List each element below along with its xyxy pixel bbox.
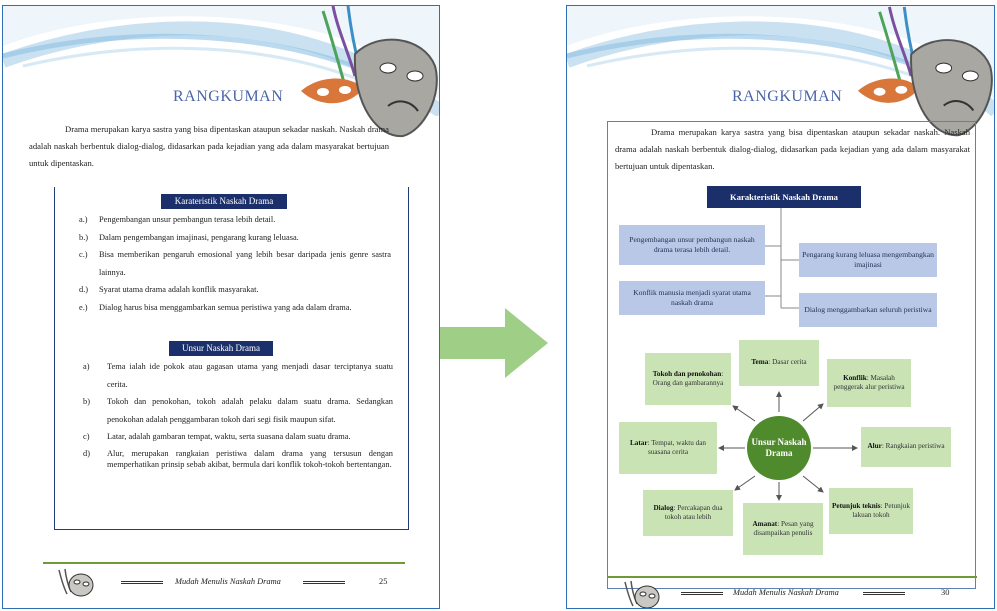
section-header-unsur: Unsur Naskah Drama: [169, 341, 273, 356]
unsur-term: Amanat: [752, 519, 778, 528]
unsur-term: Konflik: [843, 373, 867, 382]
footer-divider: [43, 562, 405, 564]
list-text: Dialog harus bisa menggambarkan semua pe…: [99, 302, 352, 312]
footer-ornament: [681, 592, 723, 595]
list-marker: b): [83, 397, 90, 406]
footer-book-title: Mudah Menulis Naskah Drama: [175, 577, 281, 586]
unsur-desc: : Percakapan dua tokoh atau lebih: [664, 503, 723, 522]
page-title: RANGKUMAN: [173, 88, 284, 105]
unsur-box-dialog: Dialog: Percakapan dua tokoh atau lebih: [643, 490, 733, 536]
summary-frame: [607, 121, 976, 589]
unsur-term: Petunjuk teknis: [832, 501, 881, 510]
list-item: a.) Pengembangan unsur pembangun terasa l…: [79, 211, 391, 229]
summary-frame: [54, 187, 409, 530]
unsur-box-latar: Latar: Tempat, waktu dan suasana cerita: [619, 422, 717, 474]
list-item: d) Alur, merupakan rangkaian peristiwa da…: [83, 448, 393, 470]
intro-text: Drama merupakan karya sastra yang bisa d…: [615, 127, 970, 171]
unsur-desc: : Dasar cerita: [768, 358, 807, 367]
unsur-box-tema: Tema: Dasar cerita: [739, 340, 819, 386]
theater-mask-icon: [857, 6, 993, 137]
list-item: e.) Dialog harus bisa menggambarkan semua…: [79, 299, 391, 317]
list-text: Bisa memberikan pengaruh emosional yang …: [99, 250, 391, 277]
page-number: 25: [379, 577, 388, 586]
karakteristik-box: Pengarang kurang leluasa mengembangkan i…: [799, 243, 937, 277]
footer-ornament: [121, 581, 163, 584]
left-page: RANGKUMAN Drama merupakan karya sastra y…: [2, 5, 440, 609]
unsur-term: Dialog: [653, 503, 674, 512]
unsur-box-tokoh: Tokoh dan penokohan: Orang dan gambarann…: [645, 353, 731, 405]
intro-paragraph: Drama merupakan karya sastra yang bisa d…: [29, 121, 389, 172]
list-item: d.) Syarat utama drama adalah konflik mas…: [79, 281, 391, 299]
unsur-desc: : Rangkaian peristiwa: [881, 442, 945, 451]
unsur-box-konflik: Konflik: Masalah penggerak alur peristiw…: [827, 359, 911, 407]
list-item: a) Tema ialah ide pokok atau gagasan utam…: [83, 358, 393, 393]
list-marker: e.): [79, 302, 88, 312]
list-text: Alur, merupakan rangkaian peristiwa dala…: [107, 448, 393, 469]
page-title: RANGKUMAN: [732, 88, 843, 105]
unsur-desc: : Orang dan gambarannya: [652, 369, 724, 388]
list-marker: d.): [79, 285, 89, 294]
list-item: c) Latar, adalah gambaran tempat, waktu, …: [83, 428, 393, 446]
intro-text: Drama merupakan karya sastra yang bisa d…: [29, 124, 389, 168]
unsur-desc: : Tempat, waktu dan suasana cerita: [647, 438, 707, 457]
unsur-term: Tema: [751, 358, 769, 367]
unsur-term: Tokoh dan penokohan: [652, 369, 722, 378]
list-marker: d): [83, 448, 90, 458]
karakteristik-box: Pengembangan unsur pembangun naskah dram…: [619, 225, 765, 265]
footer-ornament: [863, 592, 905, 595]
unsur-desc: : Petunjuk lakuan tokoh: [852, 501, 910, 520]
list-marker: b.): [79, 232, 89, 242]
theater-mask-icon: [301, 6, 438, 138]
theater-mask-icon: [624, 580, 660, 608]
list-text: Pengembangan unsur pembangun terasa lebi…: [99, 215, 276, 224]
karakteristik-box: Dialog menggambarkan seluruh peristiwa: [799, 293, 937, 327]
unsur-box-alur: Alur: Rangkaian peristiwa: [861, 427, 951, 467]
unsur-term: Alur: [867, 442, 882, 451]
karakteristik-connectors: [765, 208, 799, 309]
right-arrow-icon: [440, 308, 548, 378]
unsur-list: a) Tema ialah ide pokok atau gagasan utam…: [83, 358, 393, 470]
karakteristik-list: a.) Pengembangan unsur pembangun terasa l…: [79, 211, 391, 316]
footer-book-title: Mudah Menulis Naskah Drama: [733, 588, 839, 597]
list-item: c.) Bisa memberikan pengaruh emosional ya…: [79, 246, 391, 281]
list-item: b.) Dalam pengembangan imajinasi, pengara…: [79, 229, 391, 247]
theater-mask-icon: [58, 568, 94, 597]
section-header-karakteristik: Karateristik Naskah Drama: [161, 194, 287, 209]
list-marker: c.): [79, 250, 88, 259]
footer-divider: [607, 576, 977, 578]
unsur-center-node: Unsur Naskah Drama: [747, 416, 811, 480]
karakteristik-box: Konflik manusia menjadi syarat utama nas…: [619, 281, 765, 315]
list-text: Dalam pengembangan imajinasi, pengarang …: [99, 232, 299, 242]
list-text: Syarat utama drama adalah konflik masyar…: [99, 285, 259, 294]
unsur-arrows: [718, 391, 858, 501]
right-page: RANGKUMAN Drama merupakan karya sastra y…: [566, 5, 995, 609]
list-text: Tokoh dan penokohan, tokoh adalah pelaku…: [107, 397, 393, 424]
unsur-box-petunjuk: Petunjuk teknis: Petunjuk lakuan tokoh: [829, 488, 913, 534]
list-marker: c): [83, 432, 90, 441]
karakteristik-header: Karakteristik Naskah Drama: [707, 186, 861, 208]
unsur-term: Latar: [629, 438, 648, 447]
unsur-desc: : Masalah penggerak alur peristiwa: [833, 373, 905, 392]
list-marker: a): [83, 362, 90, 371]
list-marker: a.): [79, 215, 88, 224]
page-number: 30: [941, 588, 950, 597]
intro-paragraph: Drama merupakan karya sastra yang bisa d…: [615, 124, 970, 175]
unsur-desc: : Pesan yang disampaikan penulis: [753, 519, 814, 538]
footer-ornament: [303, 581, 345, 584]
list-text: Latar, adalah gambaran tempat, waktu, se…: [107, 432, 351, 441]
list-item: b) Tokoh dan penokohan, tokoh adalah pela…: [83, 393, 393, 428]
list-text: Tema ialah ide pokok atau gagasan utama …: [107, 362, 393, 389]
unsur-box-amanat: Amanat: Pesan yang disampaikan penulis: [743, 503, 823, 555]
